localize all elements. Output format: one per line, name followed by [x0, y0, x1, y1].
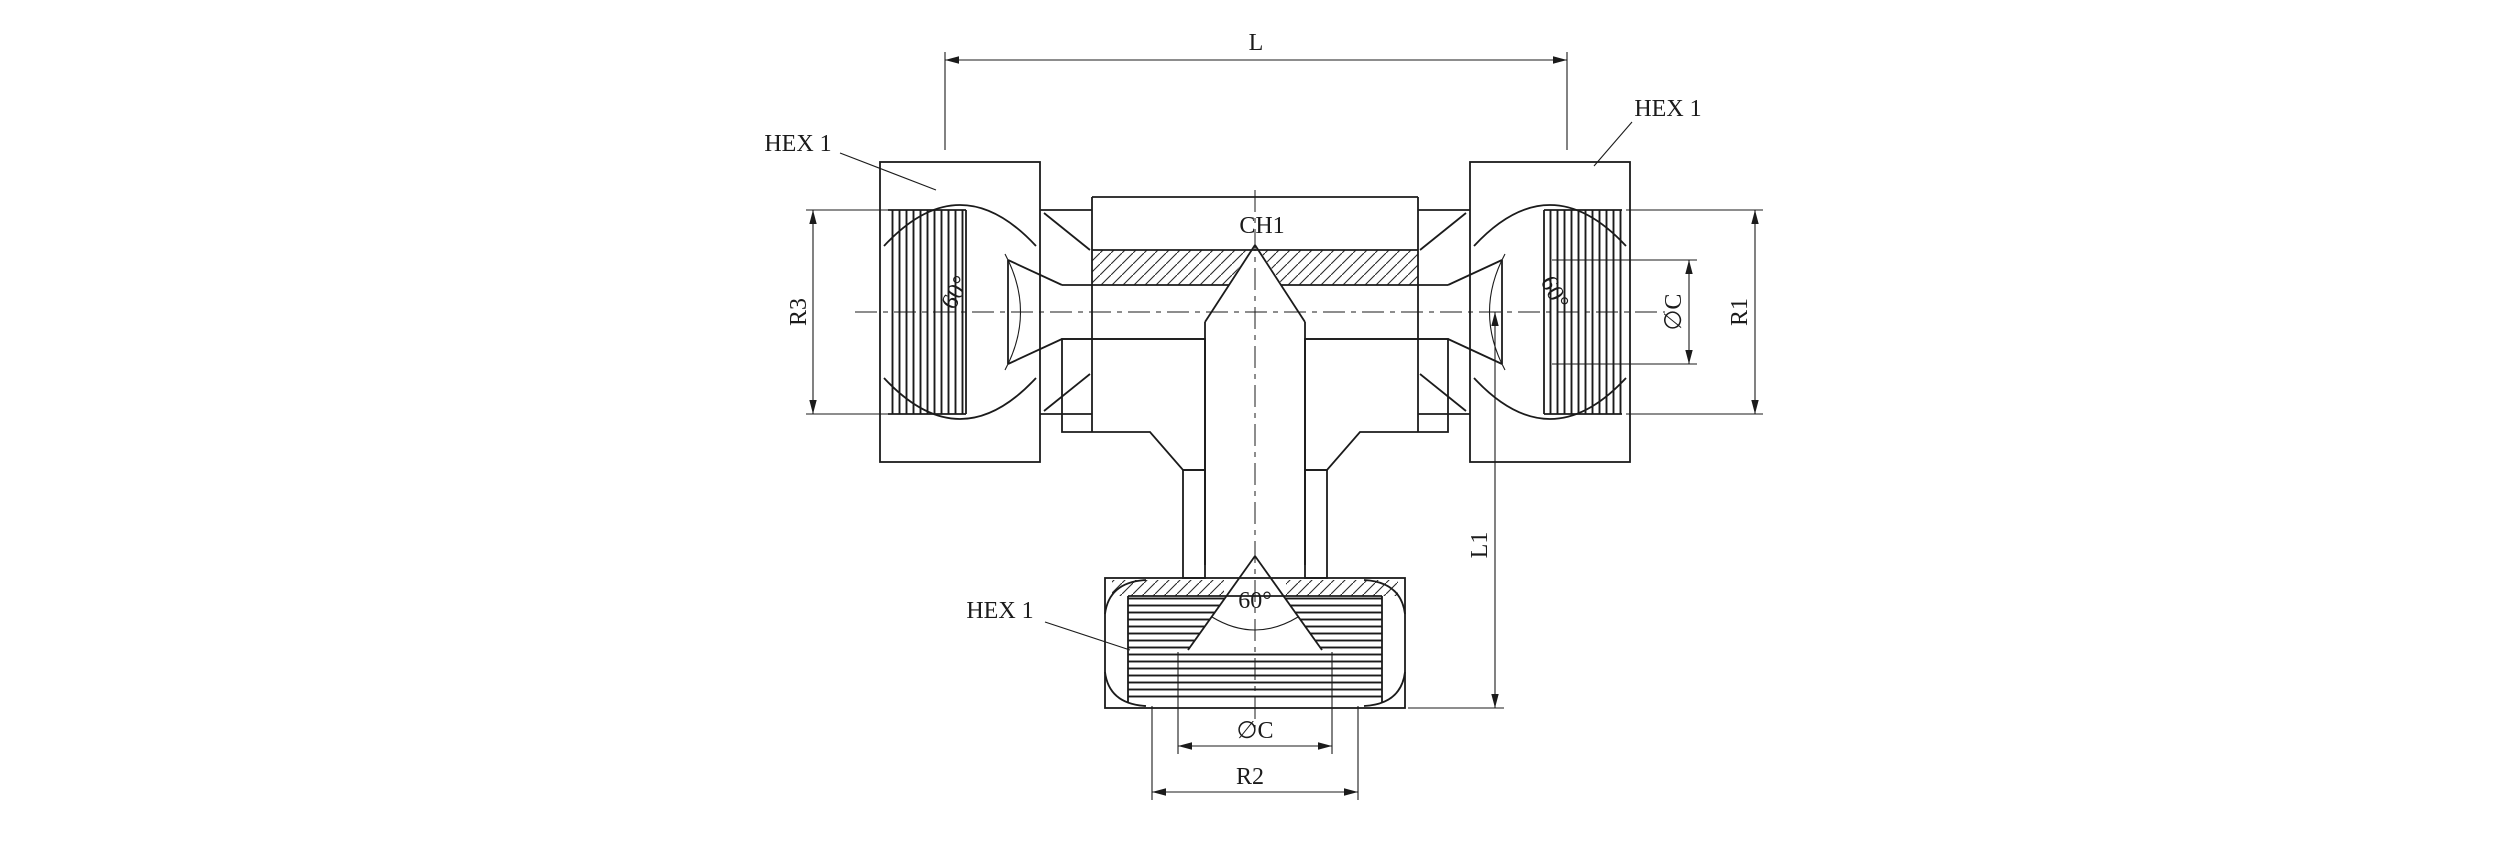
hex-label-top-left: HEX 1 [764, 131, 831, 157]
dimension-thread-bottom [1151, 706, 1359, 800]
dim-label-thread-right: R1 [1727, 298, 1753, 326]
angle-arcs [1004, 253, 1506, 631]
dimension-branch-length [1408, 312, 1504, 709]
centerlines [855, 190, 1665, 735]
leader-lines [839, 121, 1633, 651]
left-swivel-nut [879, 161, 1041, 463]
dimension-bore-dia-right [1552, 259, 1697, 365]
dimension-thread-left [806, 209, 892, 415]
hex-label-top-right: HEX 1 [1634, 96, 1701, 122]
dimension-thread-right [1626, 209, 1763, 415]
body-sleeves [1040, 209, 1470, 415]
vertical-bore-cone-tip [1225, 243, 1285, 289]
dim-label-bore-dia-bottom: ∅C [1237, 718, 1274, 744]
angle-label-bottom: 60° [1238, 588, 1272, 614]
dim-label-thread-bottom: R2 [1236, 764, 1264, 790]
dim-label-thread-left: R3 [786, 298, 812, 326]
center-body [1007, 196, 1503, 565]
hex-label-bottom: HEX 1 [966, 598, 1033, 624]
dim-label-overall-length: L [1249, 30, 1264, 56]
bottom-port-cone [1188, 556, 1322, 650]
dimension-overall-length [944, 52, 1568, 150]
dimension-bore-dia-bottom [1177, 652, 1333, 754]
center-hex-label: CH1 [1239, 213, 1284, 239]
dim-label-bore-dia-right: ∅C [1661, 294, 1687, 331]
dim-label-branch-length: L1 [1467, 532, 1493, 559]
